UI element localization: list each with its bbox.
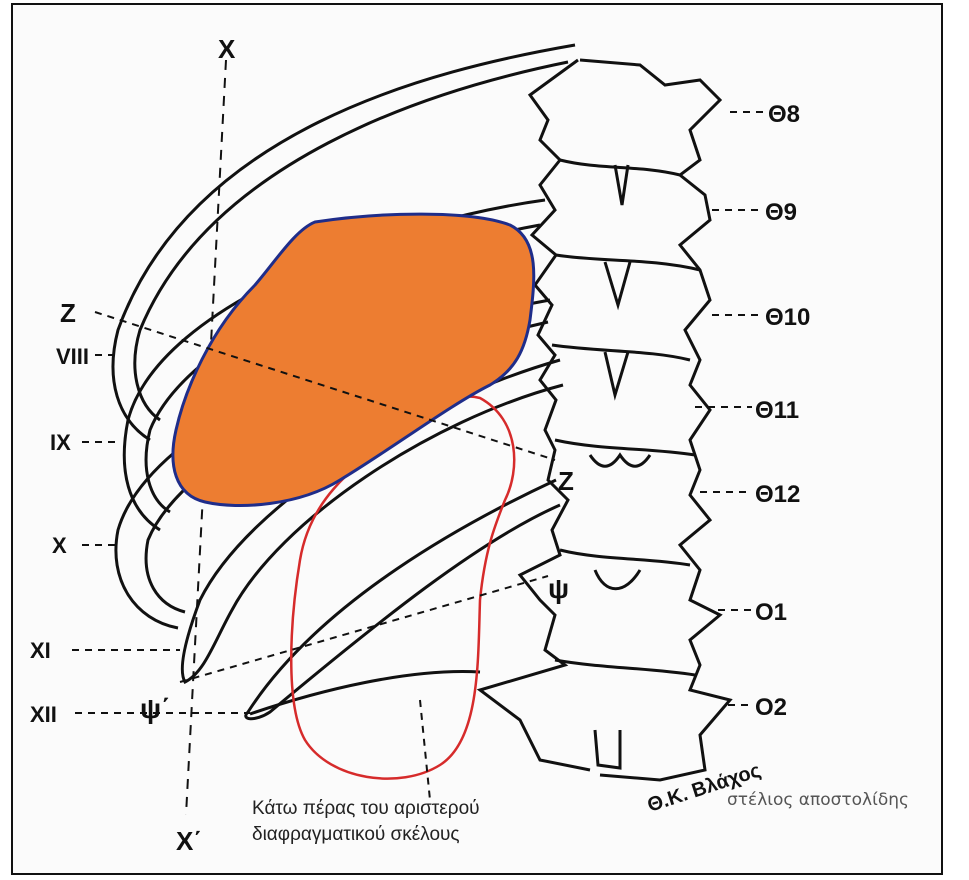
caption-line-1: Κάτω πέρας του αριστερού (252, 796, 480, 822)
rib-label-xi: XI (30, 638, 51, 663)
spinous-process-5 (595, 570, 640, 589)
axis-label-top: X (218, 34, 236, 64)
spine (480, 60, 730, 780)
vertebra-label-l2: Ο2 (755, 694, 787, 721)
leader-caption (420, 700, 430, 800)
vertebra-label-l1: Ο1 (755, 599, 787, 626)
spinous-process-3 (605, 352, 628, 395)
spinous-process-1 (615, 165, 628, 205)
caption-line-2: διαφραγματικού σκέλους (252, 822, 480, 848)
spine-disc-3 (552, 345, 690, 360)
spleen-shape (173, 214, 534, 505)
spine-disc-6 (555, 660, 695, 675)
marker-psi-left: ψ΄ (140, 693, 170, 724)
spinous-process-6 (595, 730, 620, 768)
spinous-process-2 (605, 262, 630, 305)
rib-label-viii: VIII (56, 344, 89, 369)
marker-z-right: Z (558, 466, 574, 496)
vertebra-label-t12: Θ12 (755, 481, 800, 508)
spinous-process-4 (590, 455, 650, 466)
spine-outline-right (580, 60, 730, 780)
rib-label-ix: IX (50, 430, 71, 455)
spine-disc-1 (560, 160, 680, 175)
marker-z-left: Z (60, 298, 76, 328)
spine-disc-5 (560, 550, 690, 565)
caption: Κάτω πέρας του αριστερού διαφραγματικού … (252, 796, 480, 848)
vertebra-label-t11: Θ11 (755, 397, 799, 424)
axis-label-bottom: X΄ (176, 826, 202, 856)
marker-psi-right: ψ (548, 573, 569, 604)
author-credit: στέλιος αποστολίδης (727, 790, 909, 810)
rib-xii-lower (250, 672, 480, 714)
vertebra-label-t8: Θ8 (768, 101, 800, 128)
spine-disc-4 (555, 440, 695, 455)
vertebra-label-t9: Θ9 (765, 199, 797, 226)
rib-label-xii: XII (30, 702, 57, 727)
rib-label-x: X (52, 533, 67, 558)
vertebra-label-t10: Θ10 (765, 304, 810, 331)
